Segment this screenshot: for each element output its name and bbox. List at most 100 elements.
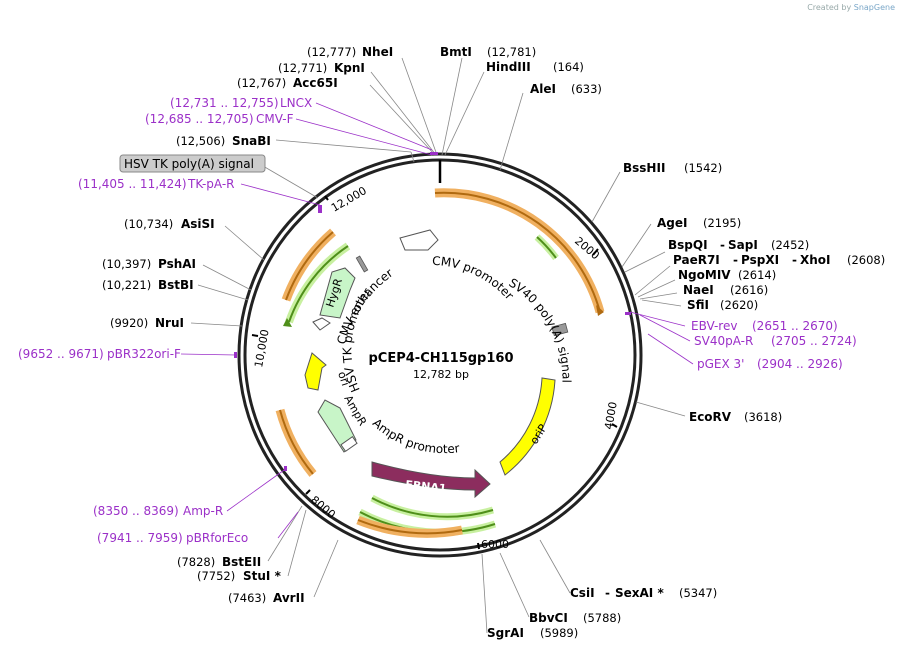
hygr-feature: [319, 267, 356, 319]
primer-labels: (12,731 .. 12,755) LNCX (12,685 .. 12,70…: [18, 96, 857, 545]
ampr-feature: [317, 399, 357, 453]
enzyme-asisi: AsiSI: [181, 217, 215, 231]
primer-range-ampr: (8350 .. 8369): [93, 504, 179, 518]
enzyme-agei: AgeI: [657, 216, 687, 230]
enzyme-hindiii: HindIII: [486, 60, 531, 74]
enzyme-bstbi: BstBI: [158, 278, 194, 292]
orf-right-inner: [536, 236, 557, 259]
primer-pbr322orif: pBR322ori-F: [107, 347, 181, 361]
enzyme-pos-ngomiv: (2614): [738, 268, 776, 282]
hsv-tk-promoter-arrow: [312, 317, 331, 331]
primer-sv40par: SV40pA-R: [694, 334, 753, 348]
primer-range-cmvf: (12,685 .. 12,705): [145, 112, 254, 126]
tick-label-12000: 12,000: [329, 184, 369, 215]
primer-tkpar: TK-pA-R: [187, 177, 235, 191]
enzyme-snabi: SnaBI: [232, 134, 271, 148]
primer-range-ebvrev: (2651 .. 2670): [752, 319, 838, 333]
ebna1-feature: [371, 461, 491, 499]
credit-prefix: Created by: [807, 3, 852, 12]
enzyme-pos-nrui: (9920): [110, 316, 148, 330]
primer-ampr: Amp-R: [183, 504, 223, 518]
orf-left-inner: [288, 245, 349, 323]
primer-pgex3: pGEX 3': [697, 357, 744, 371]
enzyme-pos-bstbi: (10,221): [102, 278, 151, 292]
enzyme-pos-sapi: (2452): [771, 238, 809, 252]
orf-lowerleft-outline: [279, 409, 314, 475]
enzyme-nhei: NheI: [362, 45, 393, 59]
primer-range-pgex3: (2904 .. 2926): [757, 357, 843, 371]
enzyme-pos-snabi: (12,506): [176, 134, 225, 148]
enzyme-pos-asisi: (10,734): [124, 217, 173, 231]
enzyme-pos-avrii: (7463): [228, 591, 266, 605]
enzyme-labels: (12,777) NheI (12,771) KpnI (12,767) Acc…: [102, 45, 885, 640]
orf-bottom-outline: [357, 519, 463, 535]
enzyme-pos-bsshii: (1542): [684, 161, 722, 175]
primer-leader-lines: [180, 102, 694, 539]
enzyme-sgrai: SgrAI: [487, 626, 524, 640]
enzyme-pos-agei: (2195): [703, 216, 741, 230]
orf-bottom-inner-1: [371, 497, 494, 518]
orf-left-outline: [285, 231, 334, 301]
primer-range-lncx: (12,731 .. 12,755): [170, 96, 279, 110]
enzyme-bspqi: BspQI: [668, 238, 708, 252]
enzyme-paer7i: PaeR7I: [673, 253, 720, 267]
enzyme-bmti: BmtI: [440, 45, 472, 59]
tick-label-4000: 4000: [602, 401, 620, 431]
plasmid-size: 12,782 bp: [413, 368, 469, 381]
enzyme-sapi: SapI: [728, 238, 758, 252]
svg-text:-: -: [720, 238, 725, 252]
enzyme-pos-bmti: (12,781): [487, 45, 536, 59]
primer-range-tkpar: (11,405 .. 11,424): [78, 177, 187, 191]
primer-pbrforeco: pBRforEco: [186, 531, 248, 545]
sv40-polya-marker: [551, 322, 569, 337]
enzyme-pos-sexai: (5347): [679, 586, 717, 600]
primer-range-pbrforeco: (7941 .. 7959): [97, 531, 183, 545]
enzyme-sexai: SexAI *: [615, 586, 664, 600]
cmv-enhancer-arrow: [399, 229, 439, 251]
enzyme-bsteii: BstEII: [222, 555, 261, 569]
tick-10000: [251, 334, 259, 337]
enzyme-stui: StuI *: [243, 569, 282, 583]
primer-cmvf: CMV-F: [256, 112, 294, 126]
enzyme-ecorv: EcoRV: [689, 410, 732, 424]
enzyme-naei: NaeI: [683, 283, 714, 297]
enzyme-kpni: KpnI: [334, 61, 365, 75]
enzyme-pos-xhoi: (2608): [847, 253, 885, 267]
ori-label: ori: [335, 370, 352, 388]
svg-text:-: -: [792, 253, 797, 267]
tick-6000: [477, 542, 480, 550]
enzyme-pos-ecorv: (3618): [744, 410, 782, 424]
ori-feature: [304, 352, 327, 391]
enzyme-pos-sfii: (2620): [720, 298, 758, 312]
plasmid-name: pCEP4-CH115gp160: [369, 351, 514, 366]
enzyme-pspxi: PspXI: [741, 253, 779, 267]
orf-right: [434, 191, 601, 313]
tick-8000: [305, 489, 311, 495]
enzyme-bbvci: BbvCI: [529, 611, 568, 625]
enzyme-xhoi: XhoI: [800, 253, 831, 267]
enzyme-avrii: AvrII: [273, 591, 305, 605]
enzyme-pos-alei: (633): [571, 82, 602, 96]
snapgene-logo: SnapGene: [853, 3, 895, 12]
cmv-promoter-label: CMV promoter: [432, 254, 517, 303]
enzyme-nrui: NruI: [155, 316, 184, 330]
enzyme-pos-hindiii: (164): [553, 60, 584, 74]
enzyme-ngomiv: NgoMIV: [678, 268, 731, 282]
enzyme-pos-naei: (2616): [730, 283, 768, 297]
svg-text:-: -: [605, 586, 610, 600]
enzyme-pshai: PshAI: [158, 257, 196, 271]
enzyme-csii: CsiI: [570, 586, 595, 600]
tick-12000: [324, 195, 329, 201]
hsv-tk-polya-marker: [355, 255, 369, 273]
backbone-outer: [237, 152, 643, 558]
tick-marks: [251, 195, 618, 550]
ampr-promoter-label: AmpR promoter: [370, 416, 460, 456]
enzyme-bsshii: BssHII: [623, 161, 665, 175]
tick-label-10000: 10,000: [252, 328, 271, 368]
enzyme-leader-lines: [190, 57, 686, 634]
enzyme-sfii: SfiI: [687, 298, 709, 312]
hsv-tk-polya-label: HSV TK poly(A) signal: [124, 157, 254, 171]
enzyme-pos-kpni: (12,771): [278, 61, 327, 75]
primer-markers: [234, 152, 631, 471]
enzyme-pos-stui: (7752): [197, 569, 235, 583]
